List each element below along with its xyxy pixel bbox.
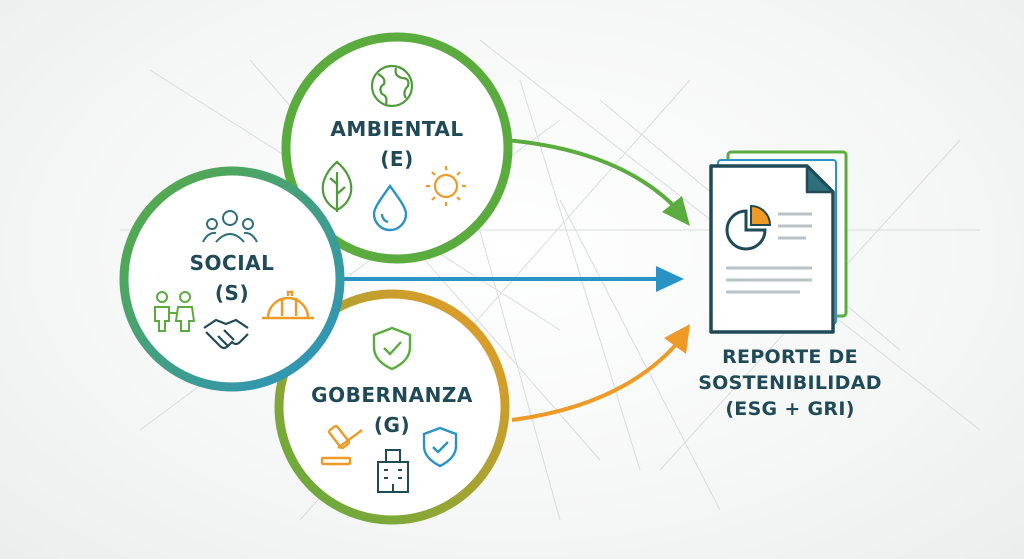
- pie-chart-icon: [725, 204, 772, 251]
- gobernanza-title: GOBERNANZA: [311, 383, 473, 407]
- arrow-head-ambiental: [662, 196, 690, 226]
- building-icon: [377, 449, 409, 493]
- arrow-gobernanza: [511, 338, 682, 422]
- arrow-head-gobernanza: [664, 324, 690, 354]
- family-icon: [154, 291, 196, 332]
- shield-check-icon: [372, 326, 412, 371]
- handshake-icon: [203, 318, 249, 350]
- social-label: SOCIAL (S): [132, 248, 332, 308]
- water-drop-icon: [372, 183, 408, 232]
- social-code: (S): [214, 281, 250, 305]
- report-label: REPORTE DE SOSTENIBILIDAD (ESG + GRI): [680, 344, 900, 422]
- report-line-2: SOSTENIBILIDAD: [698, 372, 882, 394]
- hard-hat-icon: [262, 290, 314, 320]
- arrow-ambiental: [504, 138, 680, 212]
- social-title: SOCIAL: [189, 251, 275, 275]
- leaf-icon: [321, 160, 353, 212]
- report-line-3: (ESG + GRI): [725, 398, 855, 420]
- ambiental-title: AMBIENTAL: [330, 117, 464, 141]
- gavel-icon: [320, 424, 363, 466]
- people-group-icon: [202, 210, 258, 243]
- globe-icon: [370, 64, 414, 108]
- ambiental-node: [281, 32, 513, 264]
- gobernanza-code: (G): [373, 413, 411, 437]
- gobernanza-label: GOBERNANZA (G): [287, 380, 497, 440]
- social-node: [119, 166, 345, 392]
- shield-badge-icon: [422, 426, 458, 468]
- arrows: [337, 138, 690, 422]
- ambiental-label: AMBIENTAL (E): [297, 114, 497, 174]
- arrow-head-social: [656, 266, 684, 292]
- ambiental-code: (E): [380, 147, 414, 171]
- sun-icon: [426, 166, 466, 206]
- report-line-1: REPORTE DE: [722, 346, 858, 368]
